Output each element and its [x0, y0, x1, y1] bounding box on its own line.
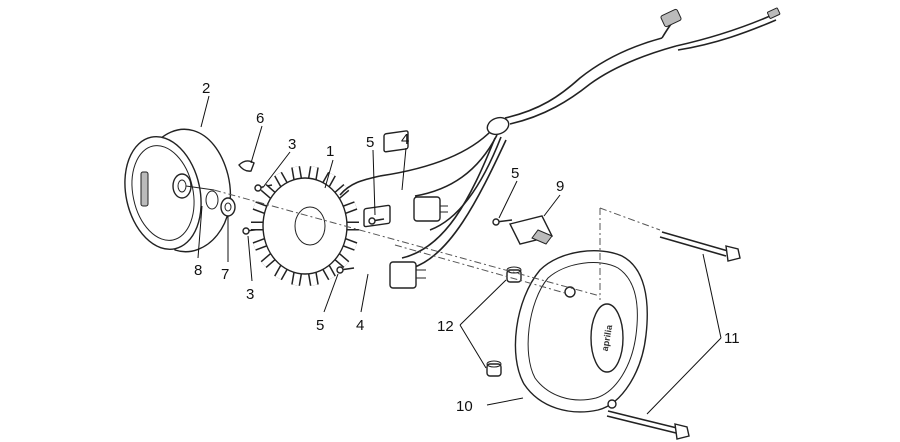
callout-5-mid: 5 [511, 165, 519, 182]
callout-1: 1 [326, 143, 334, 160]
callout-7: 7 [221, 266, 229, 283]
callout-8: 8 [194, 262, 202, 279]
callout-9: 9 [556, 178, 564, 195]
callout-10: 10 [456, 398, 473, 415]
dowel-pin-lower [486, 360, 502, 377]
pickup-screw-bottom [336, 266, 355, 274]
regulator-screw [492, 218, 513, 226]
flywheel [124, 128, 232, 253]
callout-4-top: 4 [401, 131, 409, 148]
pickup-screw-mid [368, 217, 385, 225]
alignment-lines [213, 189, 661, 300]
cover-bolt-lower [606, 410, 690, 440]
woodruff-key [238, 160, 255, 172]
rubber-grommet [508, 215, 554, 245]
pickup-upper [383, 130, 448, 222]
svg-text:aprilia: aprilia [600, 323, 615, 352]
cover-bolt-upper [659, 231, 741, 262]
alternator-cover: aprilia [514, 250, 648, 413]
callout-12: 12 [437, 318, 454, 335]
callouts: 1 2 3 3 4 4 5 5 5 6 7 8 9 10 11 12 [194, 80, 740, 415]
callout-11: 11 [724, 330, 740, 347]
leader-lines [197, 95, 722, 415]
dowel-pin-upper [506, 266, 522, 283]
callout-3-top: 3 [288, 136, 296, 153]
flywheel-nut [220, 197, 236, 217]
callout-4-bottom: 4 [356, 317, 364, 334]
callout-5-top: 5 [366, 134, 374, 151]
wiring-harness [379, 7, 781, 269]
callout-6: 6 [256, 110, 264, 127]
callout-5-bottom: 5 [316, 317, 324, 334]
cover-logo-badge: aprilia [590, 303, 624, 373]
callout-3-bottom: 3 [246, 286, 254, 303]
callout-2: 2 [202, 80, 210, 97]
